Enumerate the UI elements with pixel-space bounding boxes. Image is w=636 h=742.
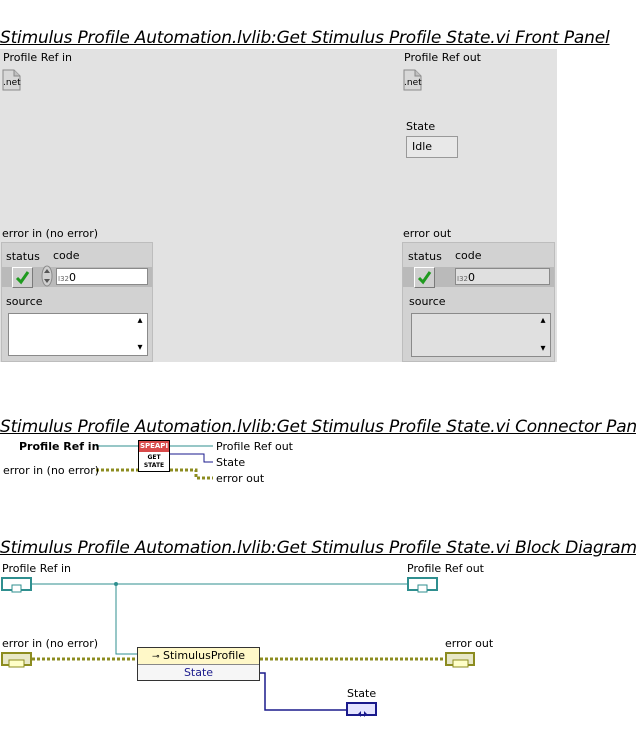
code-indicator[interactable]: I320 [455,268,550,285]
bd-error-in-label: error in (no error) [2,637,99,650]
cp-input-error-in: error in (no error) [3,464,100,477]
error-out-terminal[interactable] [445,652,475,668]
profile-ref-in-label: Profile Ref in [3,51,73,64]
bd-profile-ref-in-label: Profile Ref in [2,562,72,575]
error-out-label: error out [403,227,452,240]
code-increment-decrement[interactable] [41,265,53,287]
profile-ref-in-terminal[interactable] [1,577,32,593]
vi-icon[interactable]: SPEAPI GET STATE [138,440,170,472]
connector-pane-wires [96,445,213,480]
status-label: status [408,250,442,263]
block-diagram-title: Stimulus Profile Automation.lvlib:Get St… [0,538,636,558]
bd-error-out-label: error out [445,637,494,650]
property-node-class: ⊸ StimulusProfile [138,648,259,665]
source-indicator[interactable]: ▴ ▾ [411,313,551,357]
profile-ref-out-terminal[interactable] [407,577,438,593]
property-node-item-state[interactable]: State [183,666,214,679]
state-label: State [406,120,436,133]
source-scrollbar[interactable]: ▴ ▾ [134,315,146,354]
profile-ref-out-label: Profile Ref out [404,51,481,64]
cp-output-state: State [216,456,246,469]
cp-output-profile-ref-out: Profile Ref out [216,440,293,453]
bd-state-label: State [347,687,377,700]
code-label: code [53,249,80,262]
property-node[interactable]: ⊸ StimulusProfile State [137,647,260,681]
front-panel-title: Stimulus Profile Automation.lvlib:Get St… [0,28,610,48]
code-input[interactable]: I320 [56,268,148,285]
state-indicator[interactable]: Idle [406,136,458,158]
scroll-down-icon[interactable]: ▾ [137,342,143,353]
source-scrollbar[interactable]: ▴ ▾ [537,315,549,355]
net-refnum-icon[interactable]: .net [2,69,21,91]
block-diagram-wires [32,582,445,711]
cp-output-error-out: error out [216,472,265,485]
error-in-label: error in (no error) [2,227,99,240]
state-terminal[interactable] [346,702,377,717]
scroll-up-icon[interactable]: ▴ [540,315,546,326]
scroll-up-icon[interactable]: ▴ [137,315,143,326]
code-label: code [455,249,482,262]
cp-input-profile-ref-in: Profile Ref in [19,440,100,453]
status-indicator[interactable] [414,267,435,288]
status-checkbox[interactable] [12,267,33,288]
connector-pane-title: Stimulus Profile Automation.lvlib:Get St… [0,417,636,437]
error-in-terminal[interactable] [1,652,32,668]
error-in-cluster[interactable]: status code I320 source ▴ ▾ [1,242,153,362]
bd-profile-ref-out-label: Profile Ref out [407,562,484,575]
scroll-down-icon[interactable]: ▾ [540,343,546,354]
status-label: status [6,250,40,263]
source-input[interactable]: ▴ ▾ [8,313,148,356]
net-refnum-out-icon[interactable]: .net [403,69,422,91]
source-label: source [6,295,43,308]
error-out-cluster[interactable]: status code I320 source ▴ ▾ [402,242,555,362]
property-node-icon: ⊸ [151,652,160,662]
source-label: source [409,295,446,308]
